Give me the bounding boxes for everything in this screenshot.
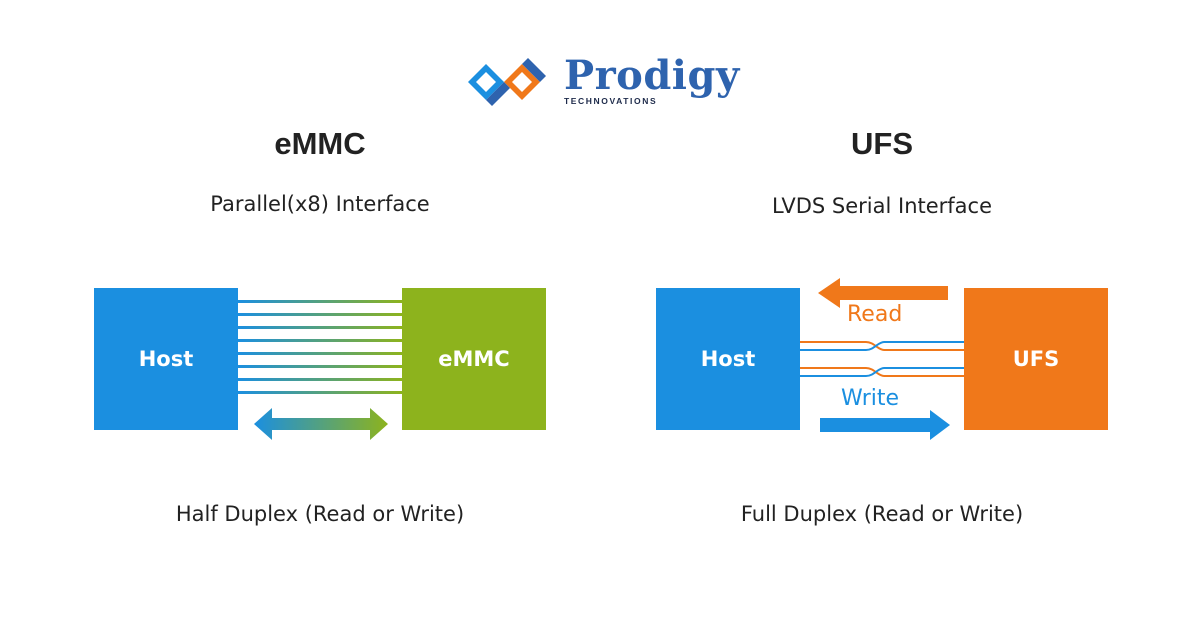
emmc-lane-7 <box>238 378 402 381</box>
read-label: Read <box>847 302 903 327</box>
ufs-host-label: Host <box>700 347 756 371</box>
ufs-interface-subtitle: LVDS Serial Interface <box>771 194 993 218</box>
ufs-device-box: UFS <box>964 288 1108 430</box>
emmc-lane-6 <box>238 365 402 368</box>
emmc-parallel-lanes <box>238 300 402 394</box>
emmc-lane-4 <box>238 339 402 342</box>
emmc-device-box: eMMC <box>402 288 546 430</box>
emmc-bidirectional-arrow-icon <box>254 408 388 440</box>
prodigy-logo-mark-icon <box>468 58 546 106</box>
write-label: Write <box>841 386 900 411</box>
write-arrow-icon <box>820 410 950 440</box>
logo-name: Prodigy <box>564 52 740 99</box>
emmc-lane-5 <box>238 352 402 355</box>
emmc-duplex-caption: Half Duplex (Read or Write) <box>175 502 465 526</box>
emmc-device-label: eMMC <box>438 347 510 371</box>
emmc-lane-1 <box>238 300 402 303</box>
emmc-title: eMMC <box>274 126 366 161</box>
prodigy-logo: Prodigy TECHNOVATIONS <box>464 52 739 112</box>
ufs-serial-lanes <box>800 341 964 377</box>
ufs-title: UFS <box>851 126 913 161</box>
emmc-lane-2 <box>238 313 402 316</box>
emmc-interface-subtitle: Parallel(x8) Interface <box>210 192 430 216</box>
ufs-duplex-caption: Full Duplex (Read or Write) <box>740 502 1024 526</box>
read-arrow-icon <box>818 278 948 308</box>
emmc-host-box: Host <box>94 288 238 430</box>
ufs-device-label: UFS <box>1012 347 1060 371</box>
emmc-host-label: Host <box>138 347 194 371</box>
emmc-lane-8 <box>238 391 402 394</box>
emmc-lane-3 <box>238 326 402 329</box>
ufs-host-box: Host <box>656 288 800 430</box>
logo-subtitle: TECHNOVATIONS <box>564 96 658 106</box>
